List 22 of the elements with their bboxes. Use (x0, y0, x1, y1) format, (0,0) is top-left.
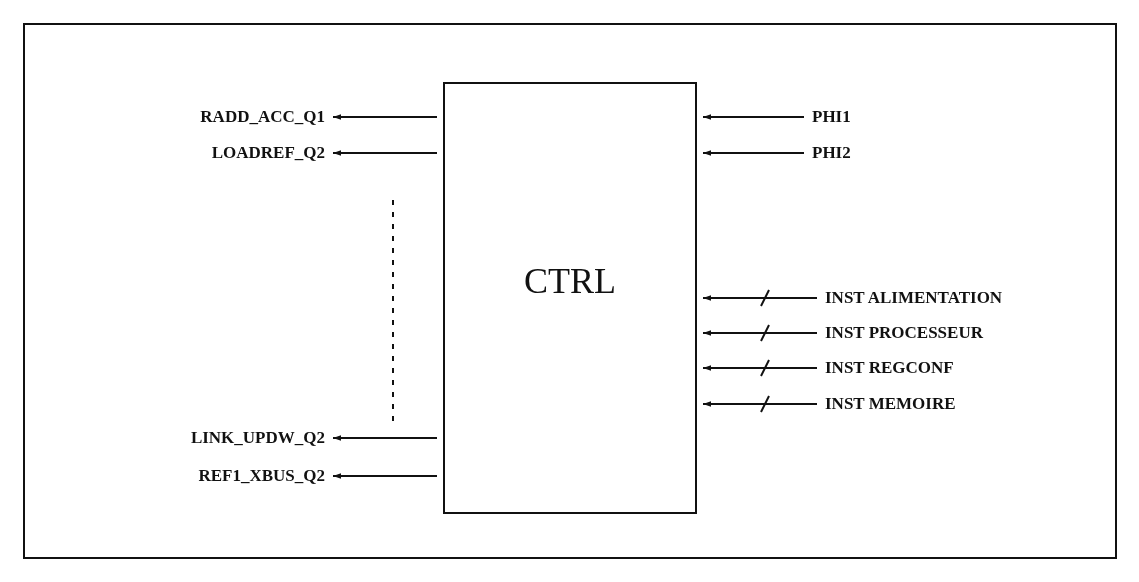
bus-arrow (702, 359, 818, 377)
signal-label: LINK_UPDW_Q2 (190, 428, 325, 448)
signal-label: INST PROCESSEUR (825, 323, 983, 343)
arrow (332, 114, 438, 120)
signal-label: PHI1 (812, 107, 851, 127)
arrow (332, 435, 438, 441)
block-title: CTRL (523, 260, 617, 303)
signal-label: RADD_ACC_Q1 (200, 107, 325, 127)
signal-label: INST MEMOIRE (825, 394, 956, 414)
signal-label: INST REGCONF (825, 358, 954, 378)
signal-label: REF1_XBUS_Q2 (198, 466, 325, 486)
bus-arrow (702, 395, 818, 413)
arrow (702, 150, 805, 156)
arrow (332, 150, 438, 156)
signal-label: INST ALIMENTATION (825, 288, 1003, 308)
bus-arrow (702, 324, 818, 342)
bus-arrow (702, 289, 818, 307)
signal-label: PHI2 (812, 143, 851, 163)
signal-label: LOADREF_Q2 (211, 143, 325, 163)
arrow (332, 473, 438, 479)
block-box (443, 82, 697, 514)
arrow (702, 114, 805, 120)
